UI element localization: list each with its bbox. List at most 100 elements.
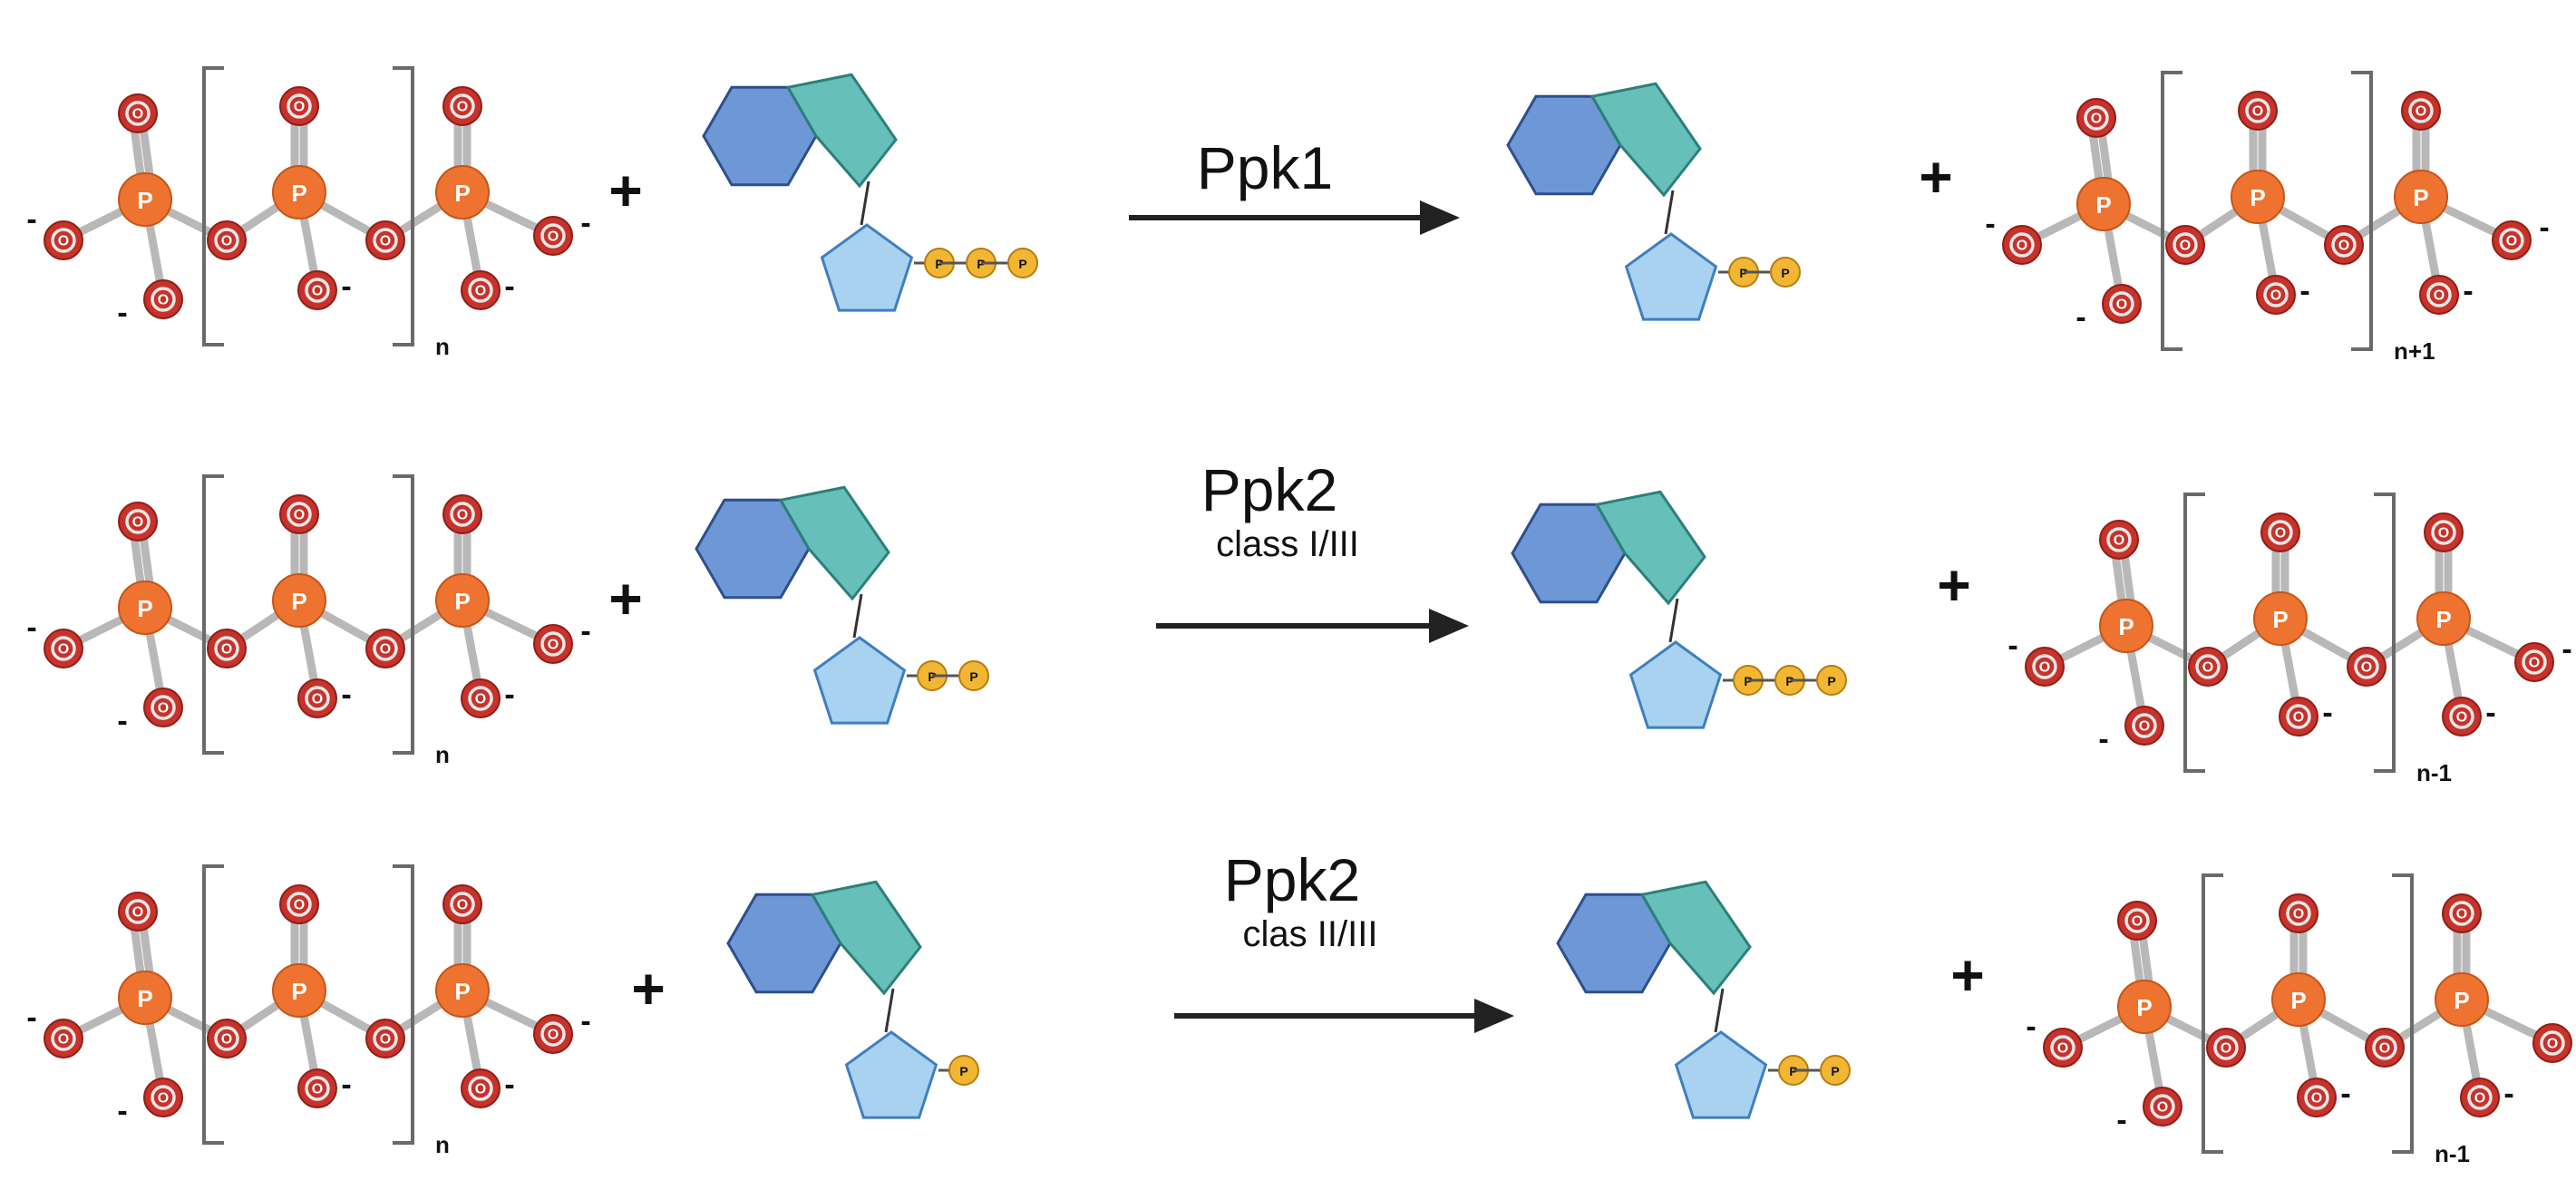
oxygen-atom: O <box>2124 706 2164 746</box>
oxygen-atom: O <box>297 678 337 718</box>
oxygen-label: O <box>312 692 323 707</box>
nucleotide-product: PP <box>1506 82 1801 321</box>
oxygen-atom: O <box>442 884 482 924</box>
reaction-arrow <box>1129 200 1460 235</box>
oxygen-atom: O <box>207 1019 247 1059</box>
phosphate-group: P <box>1007 248 1038 278</box>
oxygen-label: O <box>221 234 232 249</box>
phosphorus-atom: P <box>118 172 172 227</box>
oxygen-atom: O <box>44 629 83 668</box>
open-bracket <box>202 474 224 755</box>
negative-charge: - <box>26 202 36 237</box>
oxygen-atom: O <box>2442 697 2482 737</box>
oxygen-label: O <box>2139 719 2150 735</box>
oxygen-label: O <box>294 100 305 115</box>
oxygen-label: O <box>2057 1041 2068 1057</box>
repeat-subscript: n-1 <box>2416 759 2452 786</box>
phosphate-label: P <box>1831 1064 1839 1078</box>
phosphorus-atom: P <box>2394 170 2448 224</box>
oxygen-label: O <box>548 638 559 653</box>
phosphorus-label: P <box>2136 994 2152 1021</box>
nucleotide-product: PP <box>1556 880 1851 1119</box>
negative-charge: - <box>580 206 590 240</box>
oxygen-atom: O <box>118 502 158 541</box>
oxygen-label: O <box>475 1082 486 1098</box>
oxygen-atom: O <box>365 629 405 668</box>
repeat-subscript: n+1 <box>2394 337 2435 365</box>
phosphorus-atom: P <box>2435 972 2489 1027</box>
oxygen-label: O <box>2379 1041 2390 1057</box>
oxygen-atom: O <box>118 892 158 932</box>
open-bracket <box>202 66 224 346</box>
phosphorus-label: P <box>2413 184 2428 211</box>
negative-charge: - <box>2503 1077 2513 1111</box>
glycosidic-bond <box>860 180 870 226</box>
oxygen-atom: O <box>2279 697 2318 737</box>
oxygen-atom: O <box>2424 512 2464 552</box>
enzyme-label: Ppk1 <box>1197 134 1333 201</box>
oxygen-label: O <box>221 642 232 658</box>
oxygen-label: O <box>2114 533 2124 549</box>
phosphorus-atom: P <box>2416 591 2471 646</box>
negative-charge: - <box>2098 722 2108 756</box>
oxygen-label: O <box>58 1032 69 1048</box>
phosphorus-atom: P <box>2253 591 2308 646</box>
oxygen-atom: O <box>2102 284 2142 324</box>
negative-charge: - <box>2299 274 2309 308</box>
oxygen-atom: O <box>44 220 83 260</box>
close-bracket <box>393 66 414 346</box>
phosphorus-atom: P <box>435 963 490 1018</box>
bond <box>2129 931 2145 993</box>
oxygen-atom: O <box>143 688 183 727</box>
oxygen-label: O <box>2221 1041 2231 1057</box>
imidazole-pentagon <box>1639 880 1752 996</box>
oxygen-atom: O <box>2076 98 2116 138</box>
open-bracket <box>2202 873 2223 1154</box>
phosphate-group: P <box>1770 257 1801 288</box>
oxygen-label: O <box>58 642 69 658</box>
phosphorus-label: P <box>454 978 470 1005</box>
oxygen-label: O <box>294 898 305 913</box>
phosphate-label: P <box>1781 266 1789 280</box>
negative-charge: - <box>2340 1077 2350 1111</box>
oxygen-atom: O <box>2206 1028 2246 1068</box>
phosphate-group: P <box>958 660 989 691</box>
oxygen-label: O <box>380 234 391 249</box>
plus-sign: + <box>631 956 665 1021</box>
bond <box>139 532 155 594</box>
negative-charge: - <box>2485 696 2495 730</box>
bond <box>2097 128 2114 190</box>
oxygen-label: O <box>132 905 143 921</box>
oxygen-atom: O <box>365 1019 405 1059</box>
ribose-pentagon <box>844 1030 938 1119</box>
oxygen-atom: O <box>44 1019 83 1059</box>
repeat-subscript: n <box>435 1131 450 1158</box>
open-bracket <box>2183 493 2205 773</box>
oxygen-label: O <box>132 107 143 122</box>
negative-charge: - <box>580 614 590 649</box>
oxygen-atom: O <box>2347 647 2386 687</box>
close-bracket <box>2392 873 2414 1154</box>
enzyme-label: Ppk2 <box>1224 846 1360 913</box>
phosphorus-atom: P <box>272 165 326 220</box>
oxygen-label: O <box>2091 112 2102 127</box>
imidazole-pentagon <box>810 880 922 996</box>
close-bracket <box>2374 493 2396 773</box>
repeat-subscript: n-1 <box>2435 1140 2470 1167</box>
oxygen-atom: O <box>2260 512 2300 552</box>
oxygen-atom: O <box>297 1068 337 1108</box>
plus-sign: + <box>608 158 642 223</box>
oxygen-label: O <box>2506 234 2517 249</box>
negative-charge: - <box>580 1004 590 1039</box>
oxygen-label: O <box>2270 288 2281 304</box>
oxygen-label: O <box>2474 1091 2485 1107</box>
bond <box>2120 550 2136 612</box>
oxygen-label: O <box>475 692 486 707</box>
oxygen-label: O <box>2434 288 2445 304</box>
phosphorus-label: P <box>2272 606 2288 633</box>
negative-charge: - <box>2561 632 2571 667</box>
oxygen-label: O <box>2252 104 2263 120</box>
oxygen-label: O <box>158 1091 169 1107</box>
